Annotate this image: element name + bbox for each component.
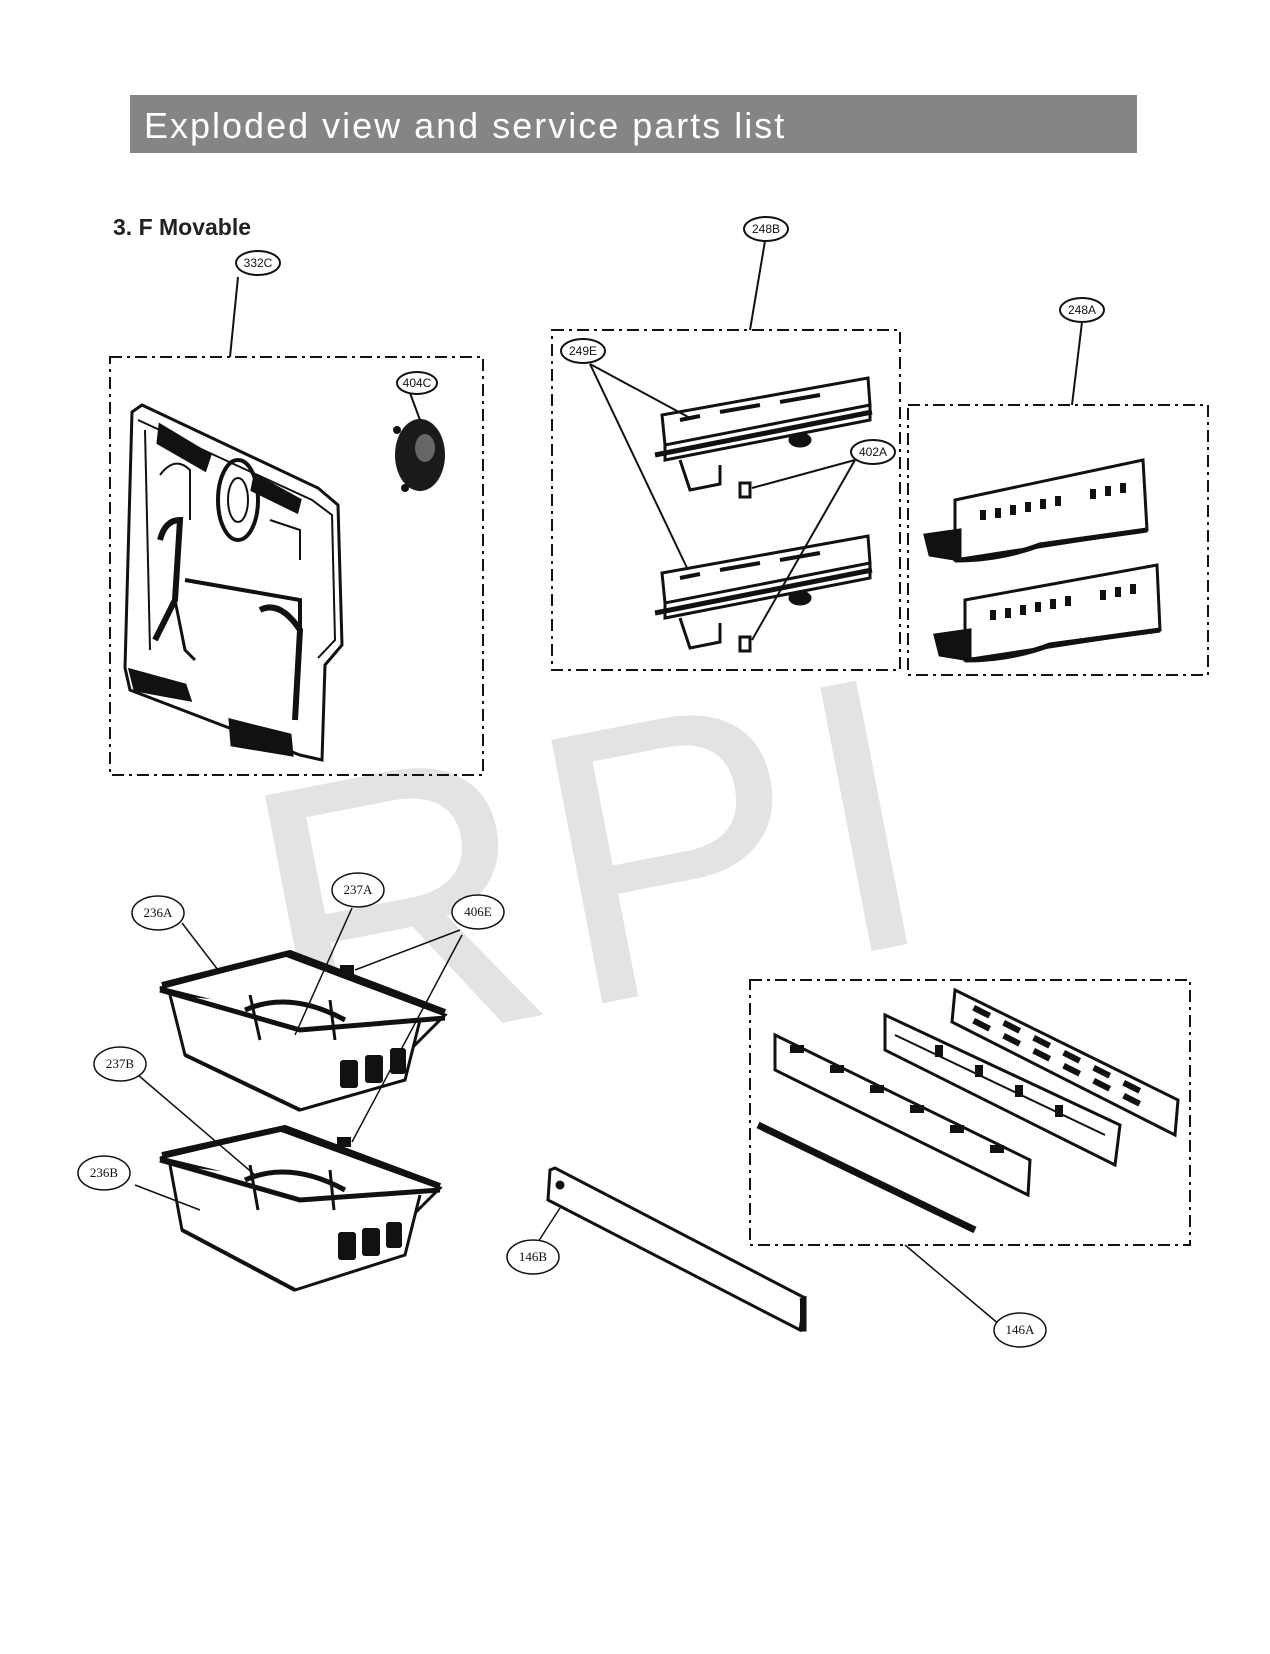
part-146B-bar — [537, 1166, 807, 1333]
callout-236B: 236B — [77, 1155, 131, 1191]
callout-146B: 146B — [506, 1239, 560, 1275]
callout-404C: 404C — [396, 371, 438, 395]
callout-332C: 332C — [235, 250, 281, 276]
svg-text:406E: 406E — [464, 904, 492, 919]
svg-text:249E: 249E — [569, 344, 597, 358]
part-404C-fan — [393, 419, 445, 492]
svg-text:248A: 248A — [1068, 303, 1096, 317]
callout-236A: 236A — [131, 895, 185, 931]
callout-237B: 237B — [93, 1046, 147, 1082]
slide-rail-upper — [923, 458, 1149, 563]
callout-237A: 237A — [331, 872, 385, 908]
svg-text:236B: 236B — [90, 1165, 119, 1180]
svg-text:237A: 237A — [344, 882, 374, 897]
callout-402A: 402A — [850, 439, 896, 465]
svg-text:402A: 402A — [859, 445, 887, 459]
svg-text:248B: 248B — [752, 222, 780, 236]
sealing-strip — [756, 1121, 977, 1234]
callout-248A: 248A — [1059, 297, 1105, 323]
part-group-248B — [551, 240, 901, 671]
base-rail — [773, 1032, 1032, 1198]
callout-248B: 248B — [743, 216, 789, 242]
slide-rail-lower — [933, 563, 1162, 663]
rail-upper — [654, 376, 873, 492]
svg-text:332C: 332C — [244, 256, 273, 270]
svg-text:146B: 146B — [519, 1249, 548, 1264]
svg-text:237B: 237B — [106, 1056, 135, 1071]
svg-text:146A: 146A — [1006, 1322, 1036, 1337]
section-title: 3. F Movable — [113, 214, 252, 240]
clip-402A-upper — [738, 481, 752, 499]
basket-236B — [159, 1124, 443, 1292]
clip-402A-lower — [738, 635, 752, 653]
mount-plate-part — [123, 403, 344, 762]
frame-panel — [883, 1012, 1122, 1168]
svg-text:404C: 404C — [403, 376, 432, 390]
page-title: Exploded view and service parts list — [144, 105, 787, 146]
rail-lower — [654, 534, 873, 650]
header-bar: Exploded view and service parts list — [130, 95, 1137, 153]
callout-146A: 146A — [993, 1312, 1047, 1348]
part-group-baskets — [134, 907, 463, 1292]
clip-406E-lower — [337, 1137, 351, 1147]
callout-406E: 406E — [451, 894, 505, 930]
part-group-146A — [749, 979, 1191, 1326]
callout-249E: 249E — [560, 338, 606, 364]
clip-406E-upper — [340, 965, 354, 975]
grille-panel — [950, 987, 1180, 1138]
basket-236A — [159, 949, 448, 1112]
part-group-248A — [907, 321, 1209, 676]
part-group-332C — [109, 276, 484, 776]
svg-text:236A: 236A — [144, 905, 174, 920]
